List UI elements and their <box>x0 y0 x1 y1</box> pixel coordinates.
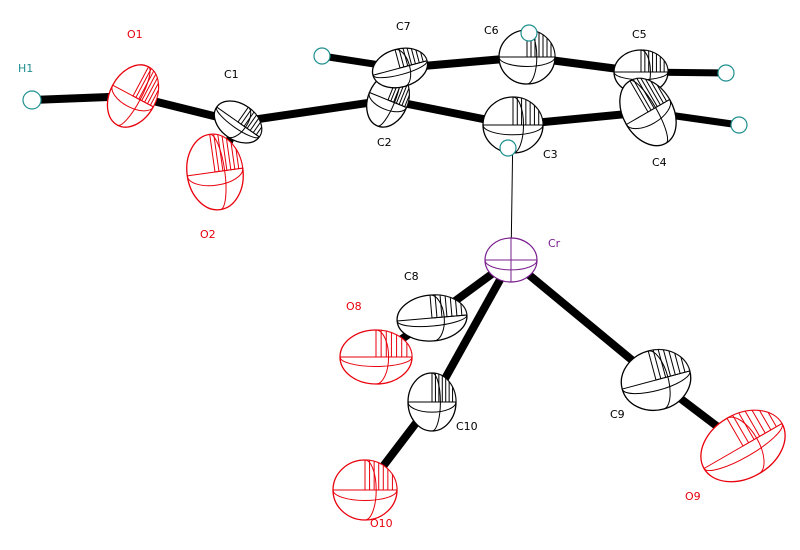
c3-hydrogen <box>499 139 517 157</box>
atom-label-o10: O10 <box>370 517 393 530</box>
atom-c6 <box>498 29 556 85</box>
atom-label-o9: O9 <box>685 490 701 503</box>
atom-c7 <box>371 43 429 89</box>
atom-o2 <box>186 130 244 211</box>
atom-label-c9: C9 <box>610 408 625 421</box>
atom-c4 <box>619 69 677 147</box>
atom-c3 <box>482 96 544 154</box>
c4-hydrogen <box>730 116 748 134</box>
atom-label-c10: C10 <box>456 420 478 433</box>
bond-c1-c2 <box>237 96 389 126</box>
c5-hydrogen <box>717 64 735 82</box>
atom-label-o1: O1 <box>127 28 143 41</box>
atom-label-c5: C5 <box>632 28 647 41</box>
atom-label-c6: C6 <box>484 24 499 37</box>
atom-label-o8: O8 <box>346 300 362 313</box>
atom-label-c4: C4 <box>652 156 667 169</box>
atom-o1 <box>106 64 169 128</box>
atom-label-c1: C1 <box>224 68 239 81</box>
atom-cr <box>484 237 538 283</box>
atom-label-c3: C3 <box>543 148 558 161</box>
atom-label-c8: C8 <box>404 270 419 283</box>
atom-o9 <box>700 398 786 483</box>
atom-c9 <box>620 343 692 412</box>
atom-o8 <box>339 329 413 385</box>
atom-h1 <box>22 90 42 110</box>
atom-label-o2: O2 <box>200 228 216 241</box>
atom-label-c2: C2 <box>377 136 392 149</box>
atom-label-h1: H1 <box>18 62 33 75</box>
c6-hydrogen <box>520 24 538 42</box>
atom-layer <box>22 24 786 521</box>
atom-c10 <box>407 372 457 432</box>
c7-hydrogen <box>313 47 331 65</box>
atom-label-cr: Cr <box>548 237 561 250</box>
atom-o10 <box>332 459 398 521</box>
atom-label-c7: C7 <box>396 20 411 33</box>
